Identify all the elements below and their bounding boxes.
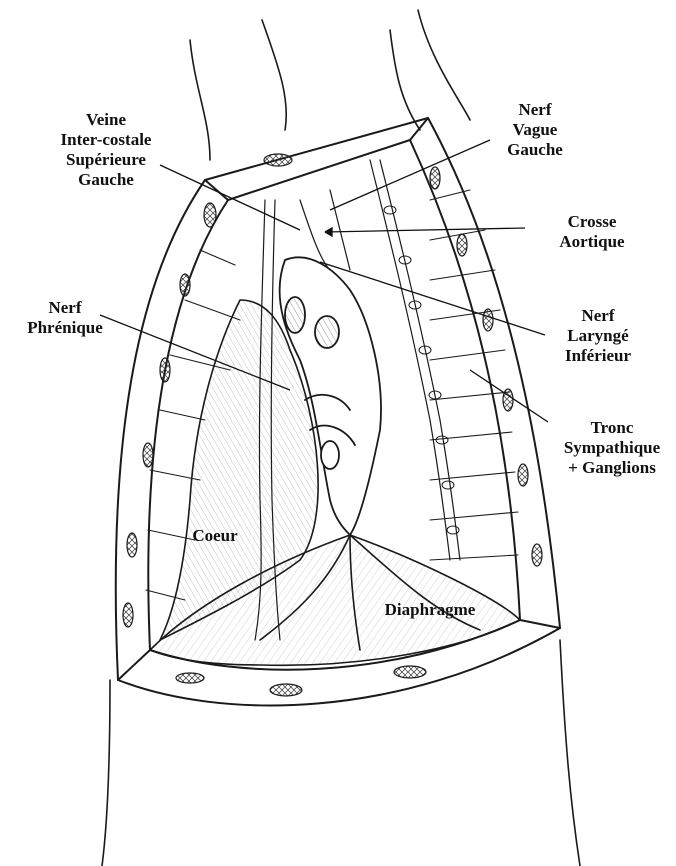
label-nerf-larynge: Nerf Laryngé Inférieur	[548, 306, 648, 366]
label-crosse-line2: Aortique	[532, 232, 652, 252]
label-tronc-line3: + Ganglions	[548, 458, 676, 478]
label-crosse-line1: Crosse	[532, 212, 652, 232]
label-tronc-line1: Tronc	[548, 418, 676, 438]
label-veine-line2: Inter-costale	[16, 130, 196, 150]
label-diaphragme-text: Diaphragme	[370, 600, 490, 620]
label-veine-intercostale: Veine Inter-costale Supérieure Gauche	[16, 110, 196, 190]
label-larynge-line2: Laryngé	[548, 326, 648, 346]
label-vague-line3: Gauche	[480, 140, 590, 160]
label-nerf-vague: Nerf Vague Gauche	[480, 100, 590, 160]
label-coeur: Coeur	[180, 526, 250, 546]
label-coeur-text: Coeur	[180, 526, 250, 546]
label-vague-line1: Nerf	[480, 100, 590, 120]
sympathetic-ganglia	[384, 206, 459, 534]
label-veine-line4: Gauche	[16, 170, 196, 190]
label-larynge-line3: Inférieur	[548, 346, 648, 366]
label-diaphragme: Diaphragme	[370, 600, 490, 620]
label-nerf-phrenique: Nerf Phrénique	[10, 298, 120, 338]
label-crosse-aortique: Crosse Aortique	[532, 212, 652, 252]
label-tronc-sympathique: Tronc Sympathique + Ganglions	[548, 418, 676, 478]
label-larynge-line1: Nerf	[548, 306, 648, 326]
label-phrenique-line1: Nerf	[10, 298, 120, 318]
label-phrenique-line2: Phrénique	[10, 318, 120, 338]
label-tronc-line2: Sympathique	[548, 438, 676, 458]
label-veine-line1: Veine	[16, 110, 196, 130]
label-veine-line3: Supérieure	[16, 150, 196, 170]
label-vague-line2: Vague	[480, 120, 590, 140]
